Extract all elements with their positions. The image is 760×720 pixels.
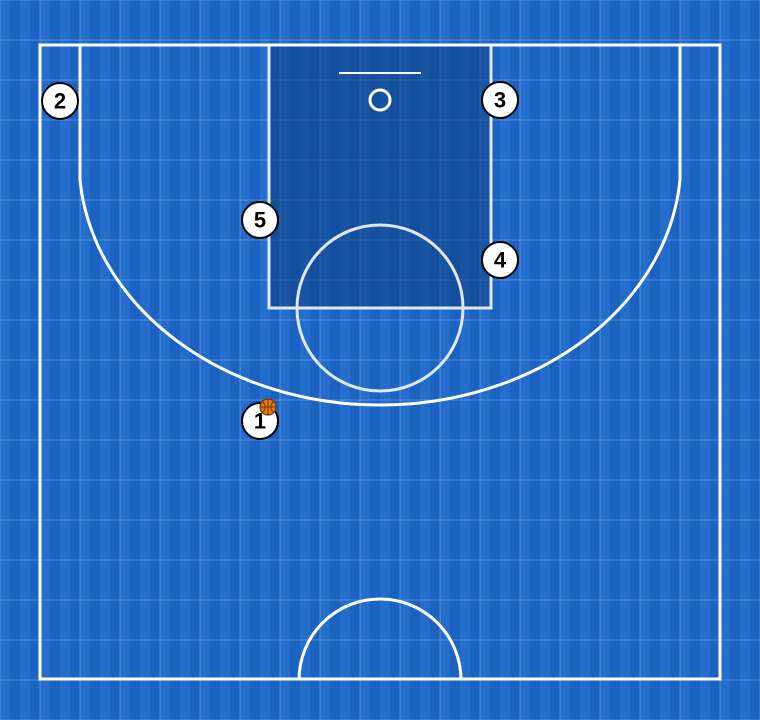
player-2[interactable]: 2 (41, 82, 79, 120)
player-5-number: 5 (254, 208, 266, 233)
court-boundary (38, 43, 722, 681)
three-point-line (78, 45, 682, 407)
player-1-number: 1 (254, 409, 266, 434)
player-2-number: 2 (54, 89, 66, 114)
players-layer: 1 2 3 4 5 (41, 81, 519, 440)
player-4[interactable]: 4 (481, 241, 519, 279)
free-throw-circle (295, 223, 465, 393)
basketball-icon[interactable] (259, 398, 277, 416)
player-4-number: 4 (494, 248, 507, 273)
player-3[interactable]: 3 (481, 81, 519, 119)
paint-area (267, 43, 493, 310)
player-3-number: 3 (494, 88, 506, 113)
player-5[interactable]: 5 (241, 201, 279, 239)
rim (368, 88, 392, 112)
center-circle (297, 597, 463, 681)
